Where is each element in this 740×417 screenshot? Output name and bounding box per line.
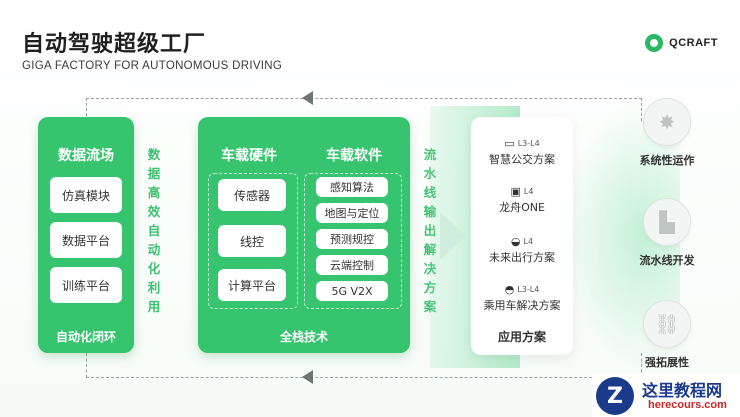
data-loop-item: 仿真模块	[50, 177, 122, 213]
network-icon: ✸	[643, 98, 691, 146]
hardware-group	[208, 173, 298, 309]
application-label: 智慧公交方案	[489, 153, 555, 166]
hardware-item: 传感器	[218, 179, 286, 211]
application-label: 龙舟ONE	[499, 201, 545, 214]
loop-line-bottom	[86, 353, 642, 378]
applications-card: ▭L3-L4 智慧公交方案 ▣L4 龙舟ONE ◒L4 未来出行方案 ◓L3-L…	[471, 117, 573, 355]
factory-icon: ▙	[643, 198, 691, 246]
feature-extensibility: ⛓ 强拓展性	[632, 300, 702, 370]
application-label: 未来出行方案	[489, 251, 555, 264]
software-item: 云端控制	[316, 255, 388, 275]
hardware-title: 车载硬件	[221, 148, 277, 164]
link-icon: ⛓	[643, 300, 691, 348]
van-icon: ▣	[510, 184, 521, 198]
watermark-title: 这里教程网	[642, 381, 723, 400]
level-badge: L4	[523, 186, 534, 196]
software-item: 感知算法	[316, 177, 388, 197]
data-loop-side-text: 数据高效自动化利用	[147, 147, 161, 314]
data-loop-item: 训练平台	[50, 267, 122, 303]
feature-system: ✸ 系统性运作	[632, 98, 702, 168]
car-icon: ◒	[510, 234, 521, 248]
hardware-item: 计算平台	[218, 269, 286, 301]
bus-icon: ▭	[504, 136, 515, 150]
qcraft-logo-icon	[645, 34, 664, 52]
watermark: Z 这里教程网 herecours.com	[592, 374, 740, 417]
arrow-left-icon	[302, 370, 313, 384]
page-subtitle: GIGA FACTORY FOR AUTONOMOUS DRIVING	[22, 60, 283, 72]
feature-pipeline: ▙ 流水线开发	[632, 198, 702, 268]
data-loop-item: 数据平台	[50, 222, 122, 258]
software-item: 5G V2X	[316, 281, 388, 301]
software-group	[304, 173, 402, 309]
software-item: 地图与定位	[316, 203, 388, 223]
logo-text: QCRAFT	[669, 37, 718, 49]
software-title: 车载软件	[326, 148, 382, 164]
application-item: ▣L4 龙舟ONE	[471, 185, 573, 215]
sedan-icon: ◓	[504, 282, 515, 296]
feature-label: 系统性运作	[639, 154, 695, 167]
watermark-url: herecours.com	[648, 399, 727, 411]
page-title: 自动驾驶超级工厂	[22, 32, 207, 57]
software-item: 预测规控	[316, 229, 388, 249]
hardware-item: 线控	[218, 225, 286, 257]
watermark-logo: Z	[596, 377, 634, 415]
loop-line-top	[86, 98, 642, 121]
data-loop-footer: 自动化闭环	[55, 330, 116, 344]
qcraft-logo: QCRAFT	[645, 34, 718, 52]
tech-stack-footer: 全栈技术	[279, 330, 328, 344]
application-item: ◒L4 未来出行方案	[471, 235, 573, 265]
level-badge: L3-L4	[517, 138, 540, 148]
data-loop-title: 数据流场	[58, 148, 114, 164]
level-badge: L3-L4	[517, 284, 540, 294]
feature-label: 强拓展性	[645, 356, 689, 369]
feature-label: 流水线开发	[639, 254, 695, 267]
arrow-left-icon	[302, 91, 313, 105]
data-loop-panel: 数据流场 仿真模块 数据平台 训练平台 自动化闭环	[38, 117, 134, 353]
level-badge: L4	[523, 236, 534, 246]
applications-footer: 应用方案	[497, 330, 546, 344]
tech-stack-panel: 车载硬件 车载软件 传感器 线控 计算平台 感知算法 地图与定位 预测规控 云端…	[198, 117, 410, 353]
application-item: ▭L3-L4 智慧公交方案	[471, 137, 573, 167]
chevron-right-icon	[440, 212, 466, 260]
application-item: ◓L3-L4 乘用车解决方案	[471, 283, 573, 313]
application-label: 乘用车解决方案	[483, 299, 561, 312]
